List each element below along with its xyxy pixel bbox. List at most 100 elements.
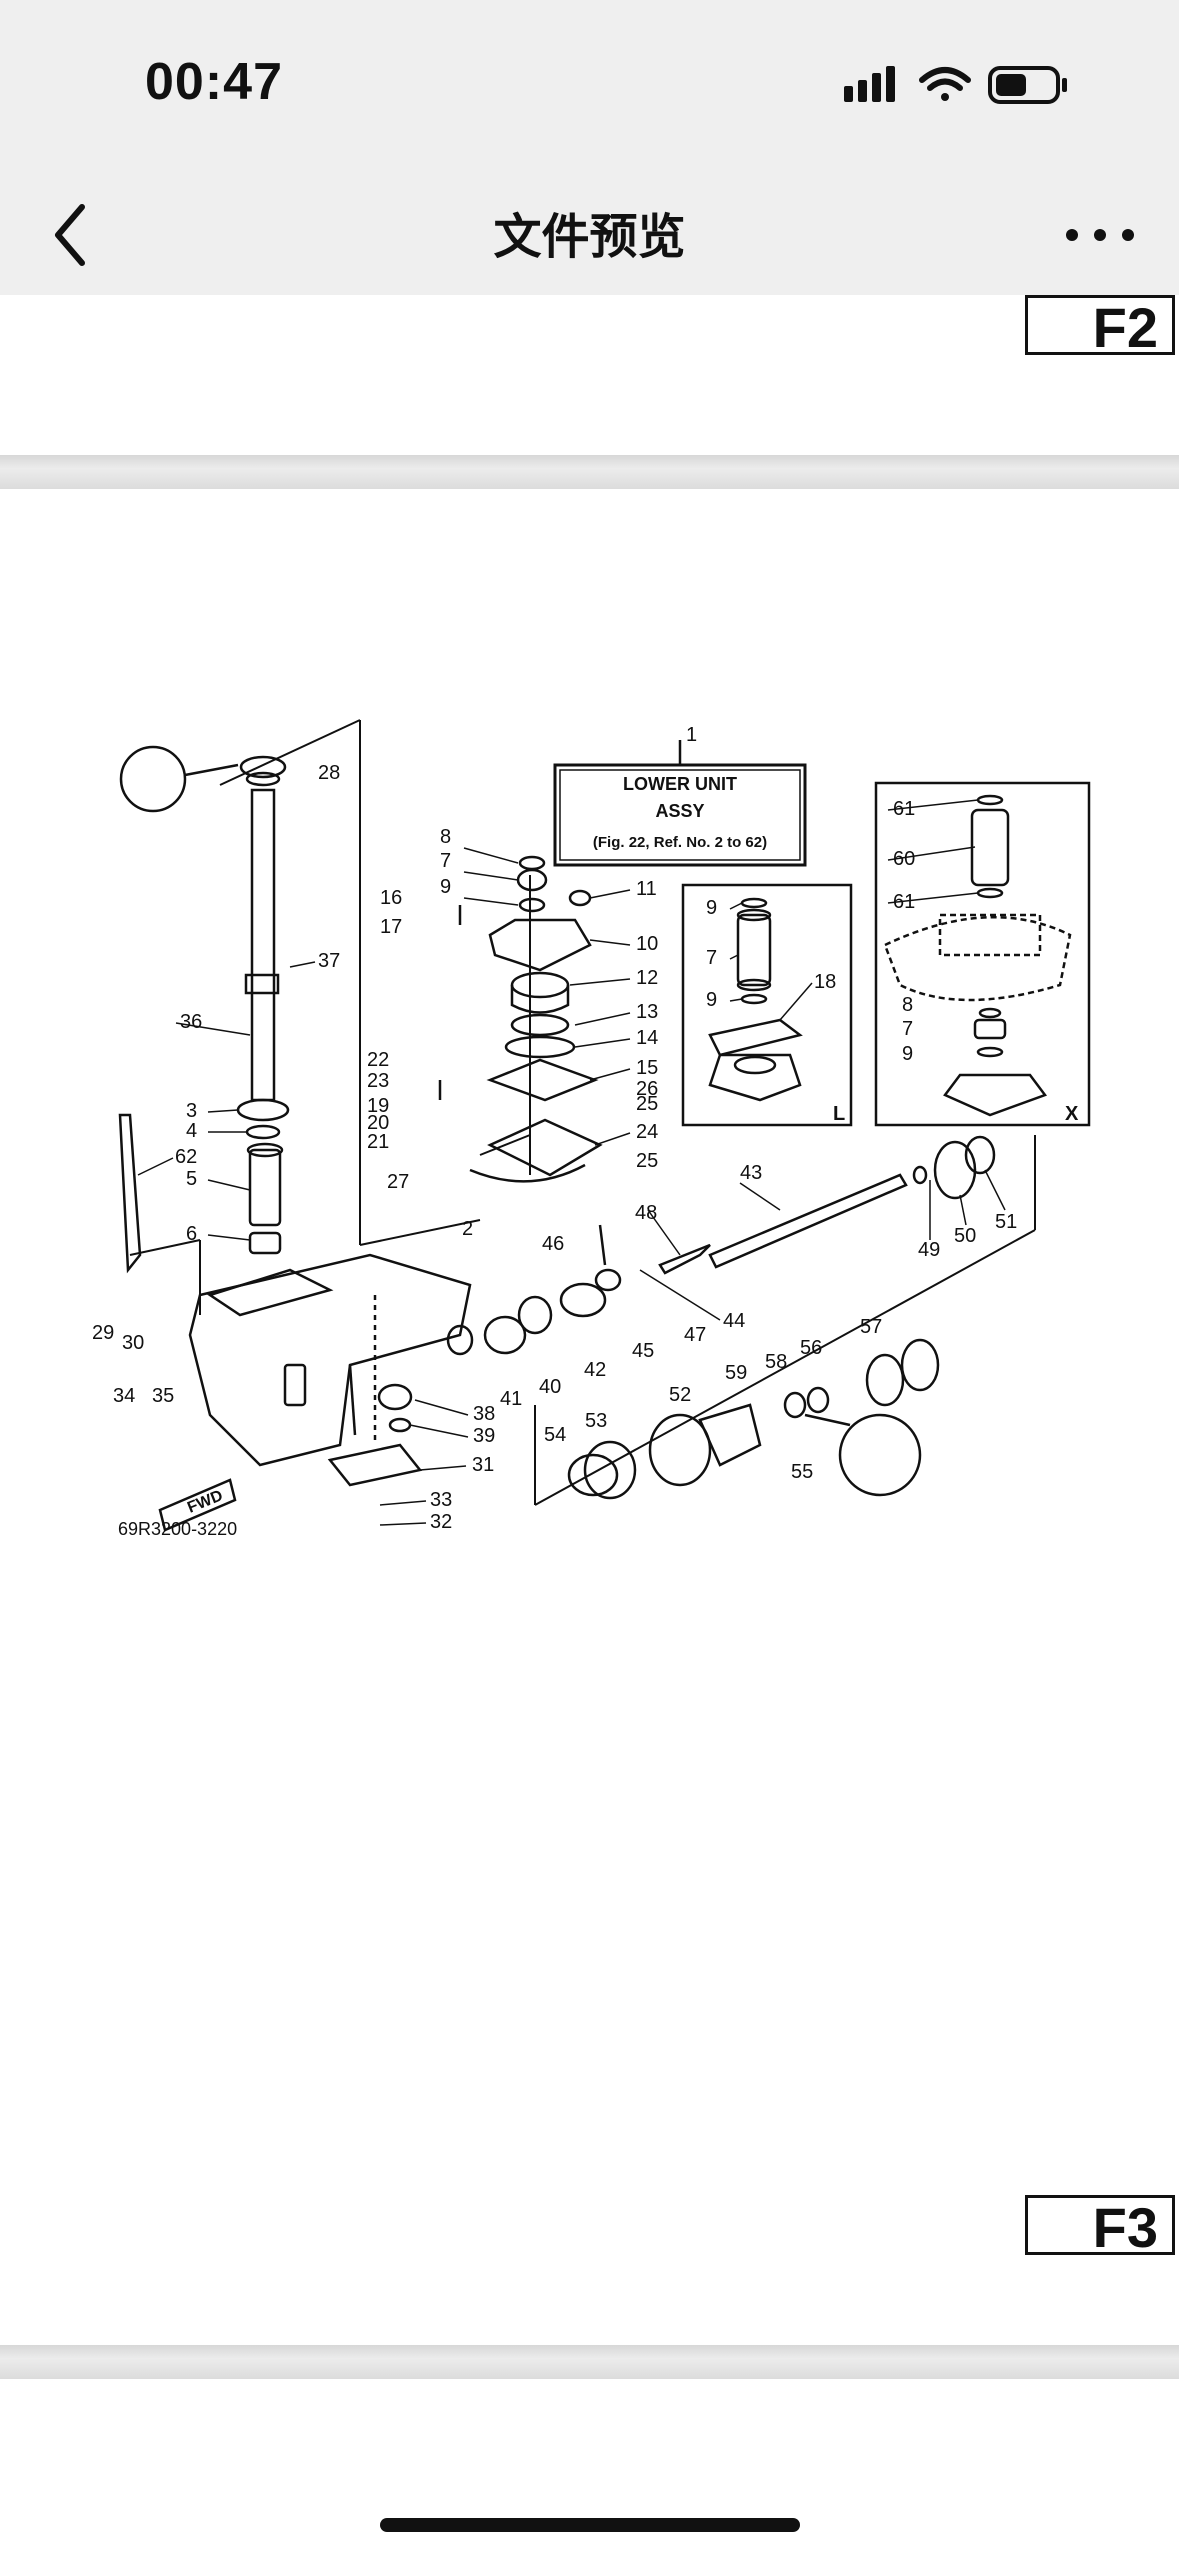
home-indicator[interactable] [380,2518,800,2532]
callout-22: 22 [367,1049,389,1071]
callout-10: 10 [636,933,658,955]
callout-47: 47 [684,1324,706,1346]
water-pump-assembly [438,855,603,1183]
callout-36: 36 [180,1011,202,1033]
callout-21: 21 [367,1131,389,1153]
callout-25-lower: 25 [636,1150,658,1172]
nav-bar: 文件预览 [0,175,1179,295]
callout-61-inset-x: 61 [893,891,915,913]
page-separator [0,2345,1179,2379]
battery-icon [988,66,1067,104]
callout-56: 56 [800,1337,822,1359]
callout-57: 57 [860,1316,882,1338]
callout-32: 32 [430,1511,452,1533]
assembly-frames [129,719,1036,1506]
callout-23: 23 [367,1070,389,1092]
callout-44: 44 [723,1310,745,1332]
leader-lines [137,799,1006,1526]
callout-55: 55 [791,1461,813,1483]
signal-icon [844,66,895,102]
callout-41: 41 [500,1388,522,1410]
callout-14: 14 [636,1027,658,1049]
callout-7-inset-x: 7 [902,1018,913,1040]
page-tag-f2: F2 [1025,295,1175,358]
callout-49: 49 [918,1239,940,1261]
callout-9-inset-l: 9 [706,897,717,919]
callout-46: 46 [542,1233,564,1255]
callout-17: 17 [380,916,402,938]
callout-61: 61 [893,798,915,820]
callout-26: 26 [636,1078,658,1100]
page-separator [0,455,1179,489]
callout-38: 38 [473,1403,495,1425]
callout-2: 2 [462,1218,473,1240]
status-bar: 00:47 [0,0,1179,175]
callout-40: 40 [539,1376,561,1398]
callout-39: 39 [473,1425,495,1447]
callout-27: 27 [387,1171,409,1193]
callout-50: 50 [954,1225,976,1247]
part-callouts: 1 2 3 4 5 6 7 8 9 10 11 12 13 14 15 16 1… [92,724,1017,1539]
callout-8: 8 [440,826,451,848]
callout-4: 4 [186,1120,197,1142]
propeller-shaft-assembly [377,1135,996,1500]
callout-25: 25 [636,1093,658,1115]
assembly-title-line3: (Fig. 22, Ref. No. 2 to 62) [593,834,767,851]
callout-54: 54 [544,1424,566,1446]
callout-11: 11 [636,878,657,900]
callout-24: 24 [636,1121,658,1143]
callout-45: 45 [632,1340,654,1362]
wifi-icon [919,67,971,101]
back-chevron-icon[interactable] [40,195,100,275]
callout-18: 18 [814,971,836,993]
assembly-title-box: LOWER UNIT ASSY (Fig. 22, Ref. No. 2 to … [553,740,807,867]
callout-8-inset-x: 8 [902,994,913,1016]
callout-7: 7 [440,850,451,872]
part-code: 69R3200-3220 [118,1519,237,1539]
callout-51: 51 [995,1211,1017,1233]
callout-5: 5 [186,1168,197,1190]
callout-59: 59 [725,1362,747,1384]
callout-13: 13 [636,1001,658,1023]
more-dots-icon[interactable] [1060,210,1140,260]
page-title: 文件预览 [493,209,686,265]
callout-30: 30 [122,1332,144,1354]
document-viewer[interactable]: F2 F3 LOWER UNIT ASSY (Fig. 22, Ref. No.… [0,295,1179,2556]
callout-58: 58 [765,1351,787,1373]
exploded-parts-diagram: LOWER UNIT ASSY (Fig. 22, Ref. No. 2 to … [92,719,1091,1539]
callout-6: 6 [186,1223,197,1245]
assembly-title-line2: ASSY [655,801,704,821]
callout-29: 29 [92,1322,114,1344]
callout-12: 12 [636,967,658,989]
inset-l-label: L [833,1103,845,1125]
inset-x-box: X [874,781,1091,1127]
callout-42: 42 [584,1359,606,1381]
callout-62: 62 [175,1146,197,1168]
callout-43: 43 [740,1162,762,1184]
callout-37: 37 [318,950,340,972]
callout-35: 35 [152,1385,174,1407]
callout-9: 9 [440,876,451,898]
callout-34: 34 [113,1385,135,1407]
callout-53: 53 [585,1410,607,1432]
assembly-title-line1: LOWER UNIT [623,774,737,794]
page-tag-f3: F3 [1025,2195,1175,2258]
callout-9-inset-x: 9 [902,1043,913,1065]
callout-1: 1 [686,724,697,746]
lower-casing: FWD [158,1253,472,1532]
callout-31: 31 [472,1454,494,1476]
callout-33: 33 [430,1489,452,1511]
callout-48: 48 [635,1202,657,1224]
status-time: 00:47 [145,53,283,111]
callout-19: 19 [367,1095,389,1117]
callout-7-inset-l: 7 [706,947,717,969]
drive-shaft-assembly [118,745,290,1274]
inset-x-label: X [1065,1103,1079,1125]
callout-3: 3 [186,1100,197,1122]
callout-28: 28 [318,762,340,784]
callout-15: 15 [636,1057,658,1079]
inset-l-box: L [681,883,853,1127]
status-icons [844,66,1067,104]
callout-60: 60 [893,848,915,870]
callout-9-inset-l-lower: 9 [706,989,717,1011]
